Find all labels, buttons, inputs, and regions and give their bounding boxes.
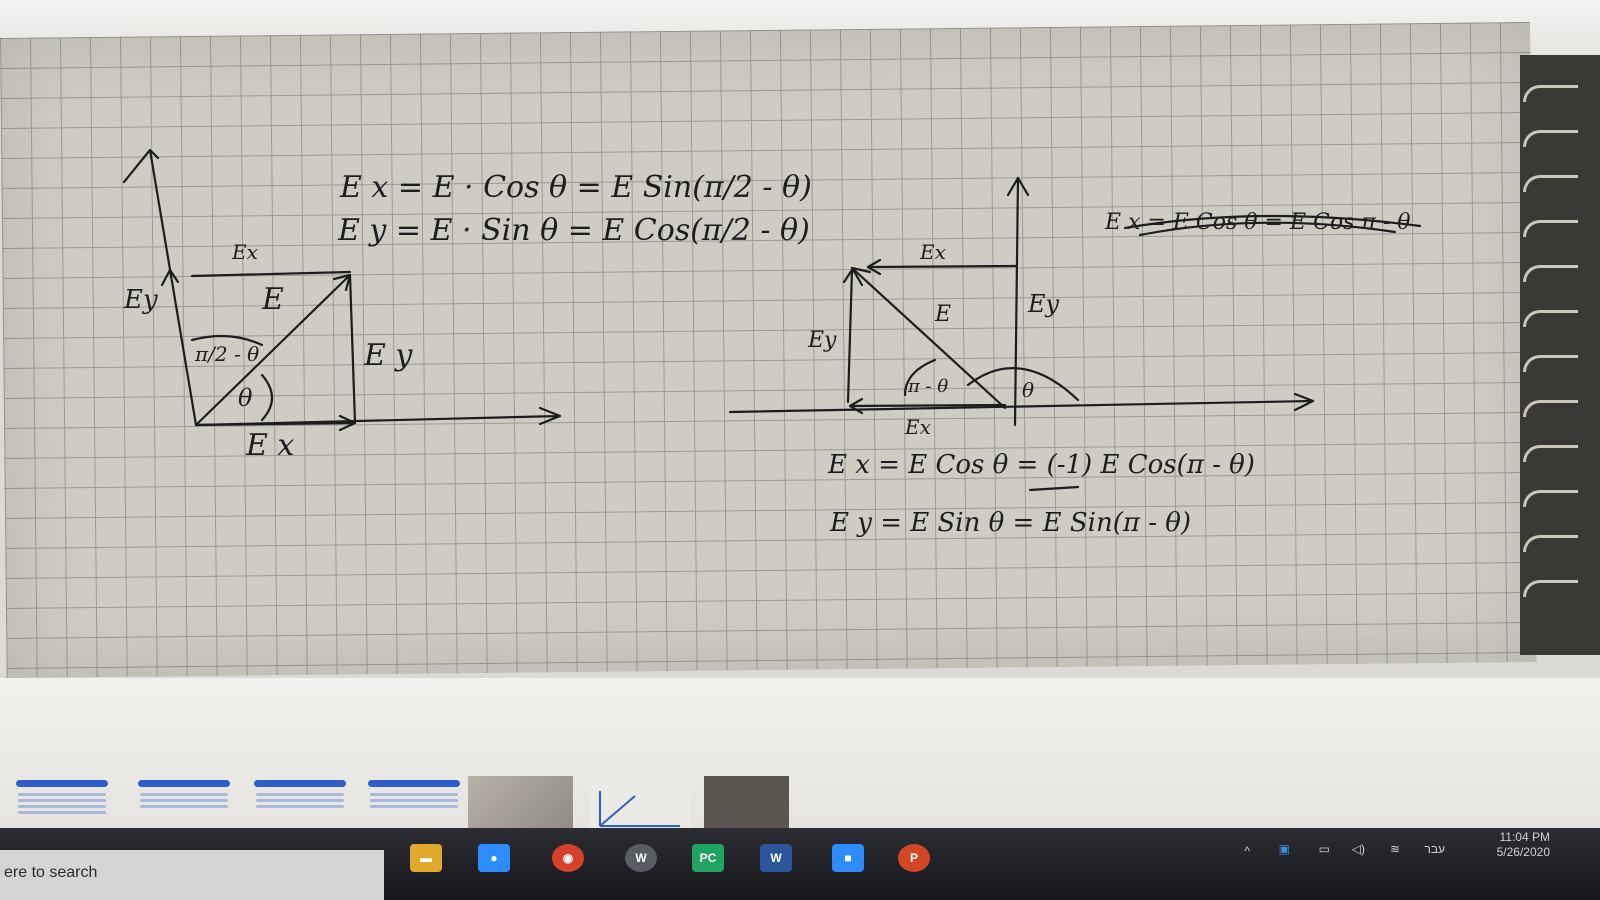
left-label-e: E — [262, 282, 284, 317]
left-label-ey-right: E y — [364, 338, 413, 373]
window-thumbnails[interactable] — [12, 768, 832, 840]
battery-icon[interactable]: ▭ — [1318, 842, 1330, 856]
right-label-angle-pi: π - θ — [908, 376, 949, 397]
bluetooth-icon[interactable]: ▣ — [1278, 842, 1290, 856]
right-label-ex-top: Ex — [920, 240, 946, 264]
left-label-ex-bottom: E x — [246, 428, 295, 463]
taskbar: ere to search ▬ ● ◉ W PC W ■ P ^ ▣ ▭ ◁) … — [0, 828, 1600, 900]
right-label-ex-bottom: Ex — [905, 415, 931, 439]
zoom-icon[interactable]: ■ — [832, 844, 864, 872]
thumbnail-document-3[interactable] — [250, 776, 350, 836]
left-label-ex-top: Ex — [232, 240, 258, 264]
right-equation-ey: E y = E Sin θ = E Sin(π - θ) — [830, 508, 1192, 538]
left-equation-ex: E x = E · Cos θ = E Sin(π/2 - θ) — [340, 170, 812, 205]
thumbnail-photo[interactable] — [468, 776, 573, 836]
left-label-theta: θ — [238, 384, 253, 412]
left-equation-ey: E y = E · Sin θ = E Cos(π/2 - θ) — [338, 213, 810, 248]
thumbnail-document-1[interactable] — [12, 776, 112, 836]
chevron-up-icon[interactable]: ^ — [1244, 844, 1250, 858]
notebook-spiral — [1520, 55, 1600, 655]
right-label-e: E — [935, 302, 952, 327]
right-equation-ex: E x = E Cos θ = (-1) E Cos(π - θ) — [828, 450, 1255, 480]
thumbnail-document-4[interactable] — [364, 776, 464, 836]
powerpoint-icon[interactable]: P — [898, 844, 930, 872]
pycharm-icon[interactable]: PC — [692, 844, 724, 872]
thumbnail-document-2[interactable] — [134, 776, 234, 836]
left-label-ey-left: Ey — [124, 285, 158, 315]
file-explorer-icon[interactable]: ▬ — [410, 844, 442, 872]
language-indicator[interactable]: עבר — [1424, 842, 1445, 856]
wifi-icon[interactable]: ≋ — [1389, 842, 1400, 856]
right-vector-diagram — [728, 176, 1422, 427]
left-vector-diagram — [122, 148, 562, 432]
thumbnail-dark-window[interactable] — [704, 776, 789, 836]
thumbnail-sketch[interactable] — [590, 776, 690, 836]
screen-lower-area — [0, 678, 1600, 828]
clock[interactable]: 11:04 PM 5/26/2020 — [1497, 830, 1550, 860]
word-icon[interactable]: W — [760, 844, 792, 872]
left-label-angle-complement: π/2 - θ — [195, 342, 260, 366]
chrome-icon[interactable]: ◉ — [552, 844, 584, 872]
taskbar-search-input[interactable]: ere to search — [0, 850, 384, 900]
clock-date: 5/26/2020 — [1496, 845, 1550, 859]
clock-time: 11:04 PM — [1499, 830, 1550, 844]
zoom-video-icon[interactable]: ● — [478, 844, 510, 872]
right-struck-equation: E x = E Cos θ = E Cos π - θ — [1105, 210, 1411, 235]
right-label-ey-left: Ey — [808, 328, 837, 353]
volume-icon[interactable]: ◁) — [1351, 842, 1365, 856]
word-w-icon[interactable]: W — [625, 844, 657, 872]
right-label-ey-right: Ey — [1028, 290, 1060, 318]
right-label-theta: θ — [1022, 378, 1035, 402]
